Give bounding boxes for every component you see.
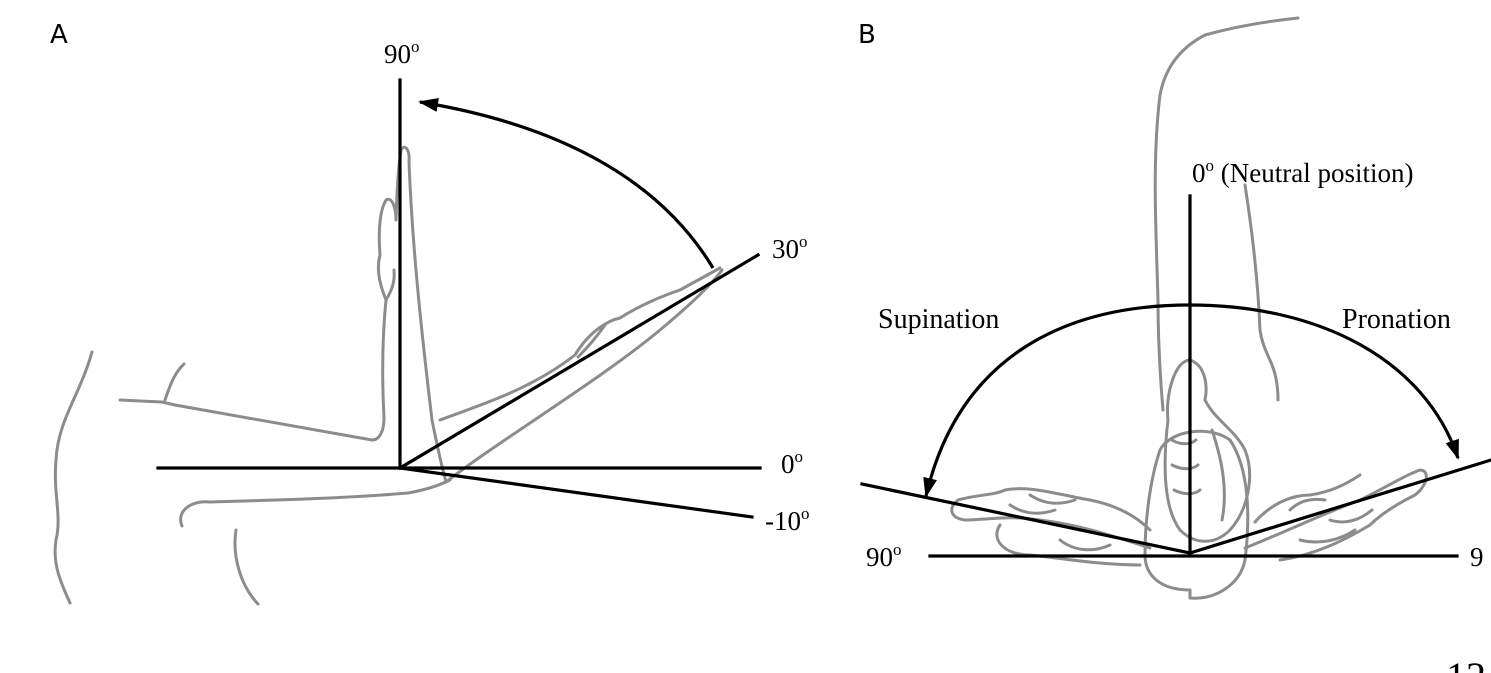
pronated-hand-fingers (1288, 497, 1374, 544)
upper-arm-right (1243, 183, 1280, 402)
supinated-hand (950, 487, 1152, 567)
extended-hand-thumb (576, 323, 607, 359)
pronation-arrow (1189, 303, 1460, 460)
upper-arm-top (118, 398, 386, 442)
pronation-line (1187, 458, 1491, 556)
shoulder-curve (163, 362, 186, 402)
supination-label: Supination (878, 304, 999, 335)
pronation-label: Pronation (1342, 304, 1451, 335)
label-30: 30o (772, 232, 808, 264)
extended-hand-bottom (444, 268, 724, 484)
neutral-position-label: 0o (Neutral position) (1192, 156, 1413, 188)
label-neg10: -10o (765, 504, 810, 536)
extended-hand-top (438, 266, 722, 422)
neutral-hand-fingers (1170, 428, 1226, 522)
panel-b: B 0o (Neutral position) Supination Prona… (858, 16, 1491, 600)
panel-a-label: A (50, 20, 68, 50)
forearm-underside (179, 478, 452, 528)
label-0: 0o (781, 447, 803, 479)
supination-line (860, 482, 1192, 555)
supination-90-label: 90o (866, 540, 902, 572)
supinated-hand-fingers (1008, 493, 1112, 552)
axis-30-line (397, 252, 761, 471)
raised-hand-fingers (384, 268, 396, 302)
pronated-hand (1243, 468, 1428, 562)
supination-arrow (923, 303, 1191, 498)
wrist-flexion-arm-sketch (53, 145, 724, 606)
pronation-90-label-partial: 9 (1470, 542, 1484, 572)
pronation-supination-sketch (950, 16, 1428, 600)
elbow-ellipse (1143, 429, 1250, 600)
upper-arm-left (1153, 33, 1207, 412)
shoulder-top (1203, 16, 1300, 37)
panel-a: A 90o 30o 0o -10o (50, 20, 810, 606)
torso-outline (53, 350, 94, 605)
forearm-lower (233, 528, 260, 606)
panel-b-label: B (858, 20, 876, 50)
raised-hand-back (376, 145, 448, 484)
flexion-arrow (418, 98, 715, 269)
label-90: 90o (384, 37, 420, 69)
page-number-partial: 12 (1446, 654, 1486, 673)
axis-neg10-line (398, 466, 754, 519)
